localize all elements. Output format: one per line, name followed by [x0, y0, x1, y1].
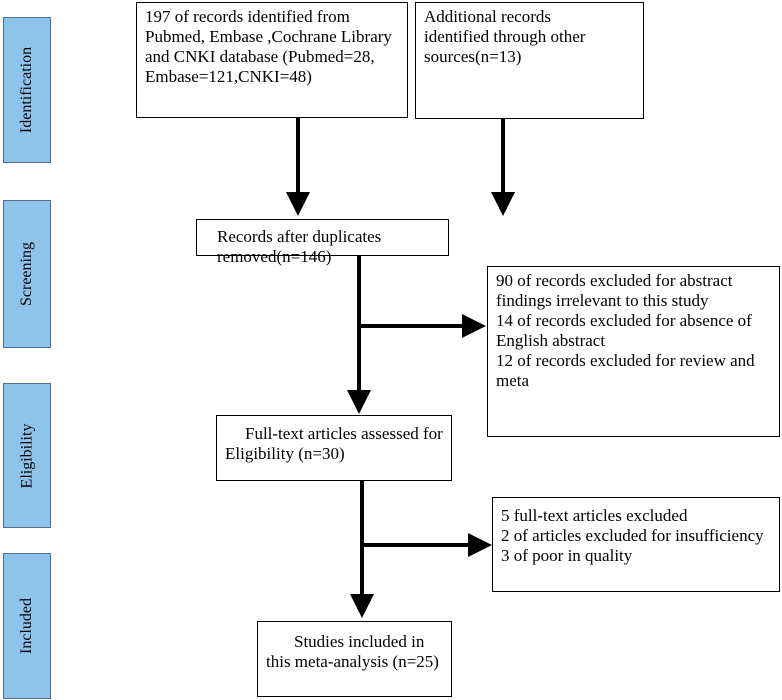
box-included-studies: Studies included in this meta-analysis (…: [257, 621, 452, 697]
box-records-identified: 197 of records identified from Pubmed, E…: [136, 2, 408, 118]
box-eligibility: Full-text articles assessed for Eligibil…: [216, 415, 452, 481]
box-additional-records: Additional records identified through ot…: [415, 2, 644, 119]
exclusion-line: 14 of records excluded for absence of En…: [496, 311, 752, 350]
box-screen-excluded: 90 of records excluded for abstract find…: [487, 266, 780, 437]
exclusion-line: 2 of articles excluded for insufficiency: [501, 526, 764, 545]
exclusion-line: 12 of records excluded for review and me…: [496, 351, 755, 390]
box-text: Studies included in this meta-analysis (…: [266, 632, 439, 671]
box-text: Full-text articles assessed for Eligibil…: [225, 424, 443, 463]
exclusion-line: 90 of records excluded for abstract find…: [496, 271, 733, 310]
exclusion-line: 3 of poor in quality: [501, 546, 633, 565]
phase-identification: Identification: [3, 17, 51, 163]
phase-eligibility: Eligibility: [3, 383, 51, 528]
box-text: Additional records identified through ot…: [424, 7, 586, 66]
exclusion-line: 5 full-text articles excluded: [501, 506, 688, 525]
box-duplicates-removed: Records after duplicates removed(n=146): [196, 219, 449, 266]
box-text: 197 of records identified from Pubmed, E…: [145, 7, 392, 86]
box-text: Records after duplicates removed(n=146): [217, 227, 382, 266]
box-fulltext-excluded: 5 full-text articles excluded 2 of artic…: [492, 497, 780, 592]
phase-screening: Screening: [3, 200, 51, 348]
phase-included: Included: [3, 553, 51, 699]
